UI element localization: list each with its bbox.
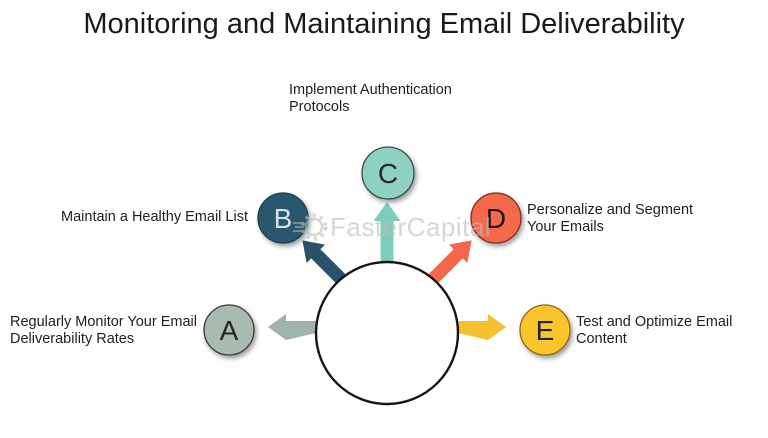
node-d-letter: D [486, 203, 506, 234]
node-e-letter: E [536, 315, 555, 346]
page-title: Monitoring and Maintaining Email Deliver… [83, 8, 685, 40]
label-test-optimize: Test and Optimize Email Content [576, 314, 733, 347]
node-e: E [519, 304, 571, 356]
arrow-up-right-d [427, 240, 472, 285]
label-maintain-healthy-list: Maintain a Healthy Email List [61, 209, 248, 225]
label-implement-authentication: Implement Authentication Protocols [289, 82, 452, 115]
central-circle [314, 260, 460, 406]
node-b: B [257, 192, 309, 244]
node-d: D [470, 192, 522, 244]
arrow-left-a [268, 314, 316, 340]
node-c-letter: C [378, 158, 398, 189]
label-regularly-monitor: Regularly Monitor Your Email Deliverabil… [10, 314, 197, 347]
label-personalize-segment: Personalize and Segment Your Emails [527, 202, 694, 235]
node-b-letter: B [274, 203, 293, 234]
node-a: A [203, 304, 255, 356]
arrow-up-left-b [302, 240, 347, 285]
node-d-circle [470, 192, 522, 244]
node-c-circle [361, 146, 415, 200]
node-c: C [361, 146, 415, 200]
node-a-circle [203, 304, 255, 356]
arrow-right-e [458, 314, 506, 340]
arrow-up-c [373, 202, 401, 263]
node-e-circle [519, 304, 571, 356]
node-a-letter: A [220, 315, 239, 346]
